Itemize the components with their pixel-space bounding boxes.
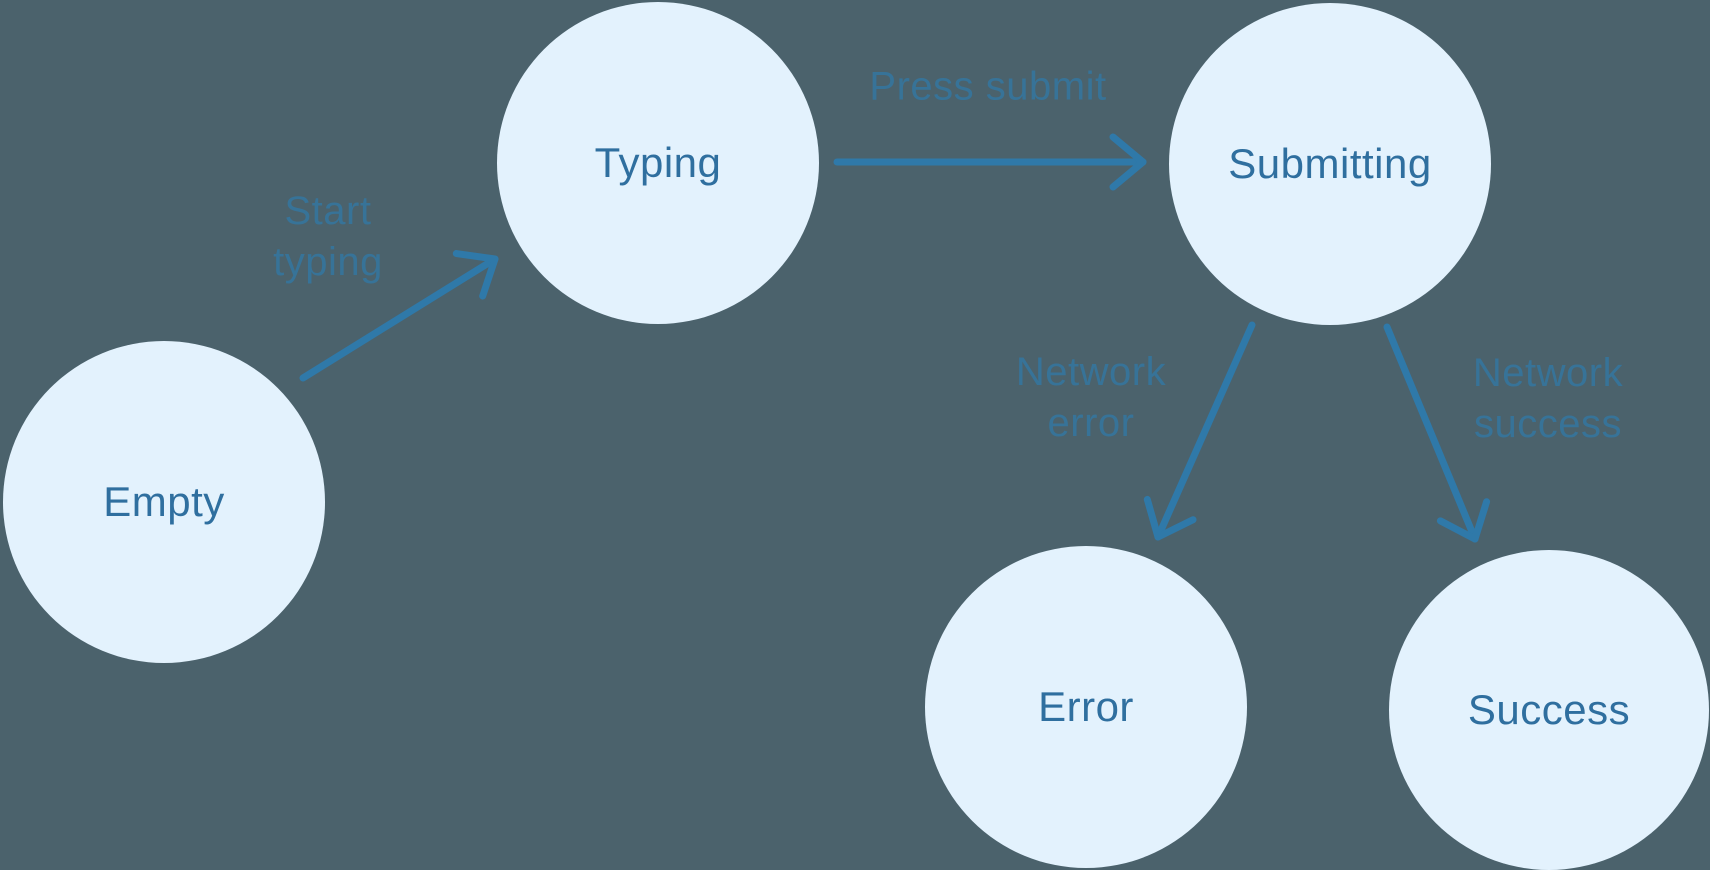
transition-label-line: Press submit bbox=[869, 64, 1107, 109]
state-node-typing: Typing bbox=[497, 2, 819, 324]
transition-arrow-start-typing bbox=[299, 250, 499, 382]
transition-label-line: error bbox=[1047, 401, 1135, 445]
transition-arrow-network-success bbox=[1383, 323, 1491, 543]
transition-label-line: Start bbox=[284, 188, 372, 233]
state-node-label-empty: Empty bbox=[103, 478, 225, 525]
state-node-label-typing: Typing bbox=[594, 139, 722, 186]
transition-label-line: Network bbox=[1015, 349, 1167, 394]
state-node-error: Error bbox=[925, 546, 1247, 868]
state-node-label-error: Error bbox=[1038, 683, 1134, 730]
transition-label-network-success: Network success bbox=[1473, 348, 1623, 450]
transition-arrow-network-error bbox=[1143, 321, 1256, 541]
state-node-label-success: Success bbox=[1467, 686, 1631, 733]
state-node-label-submitting: Submitting bbox=[1228, 140, 1432, 187]
transition-label-line: typing bbox=[273, 240, 383, 284]
transition-label-line: Network bbox=[1472, 350, 1624, 395]
transition-label-line: success bbox=[1473, 402, 1622, 446]
transition-label-press-submit: Press submit bbox=[869, 61, 1106, 112]
state-node-success: Success bbox=[1389, 550, 1709, 870]
state-node-submitting: Submitting bbox=[1169, 3, 1491, 325]
transition-label-network-error: Network error bbox=[1016, 347, 1166, 449]
transition-label-start-typing: Start typing bbox=[273, 186, 383, 288]
state-node-empty: Empty bbox=[3, 341, 325, 663]
